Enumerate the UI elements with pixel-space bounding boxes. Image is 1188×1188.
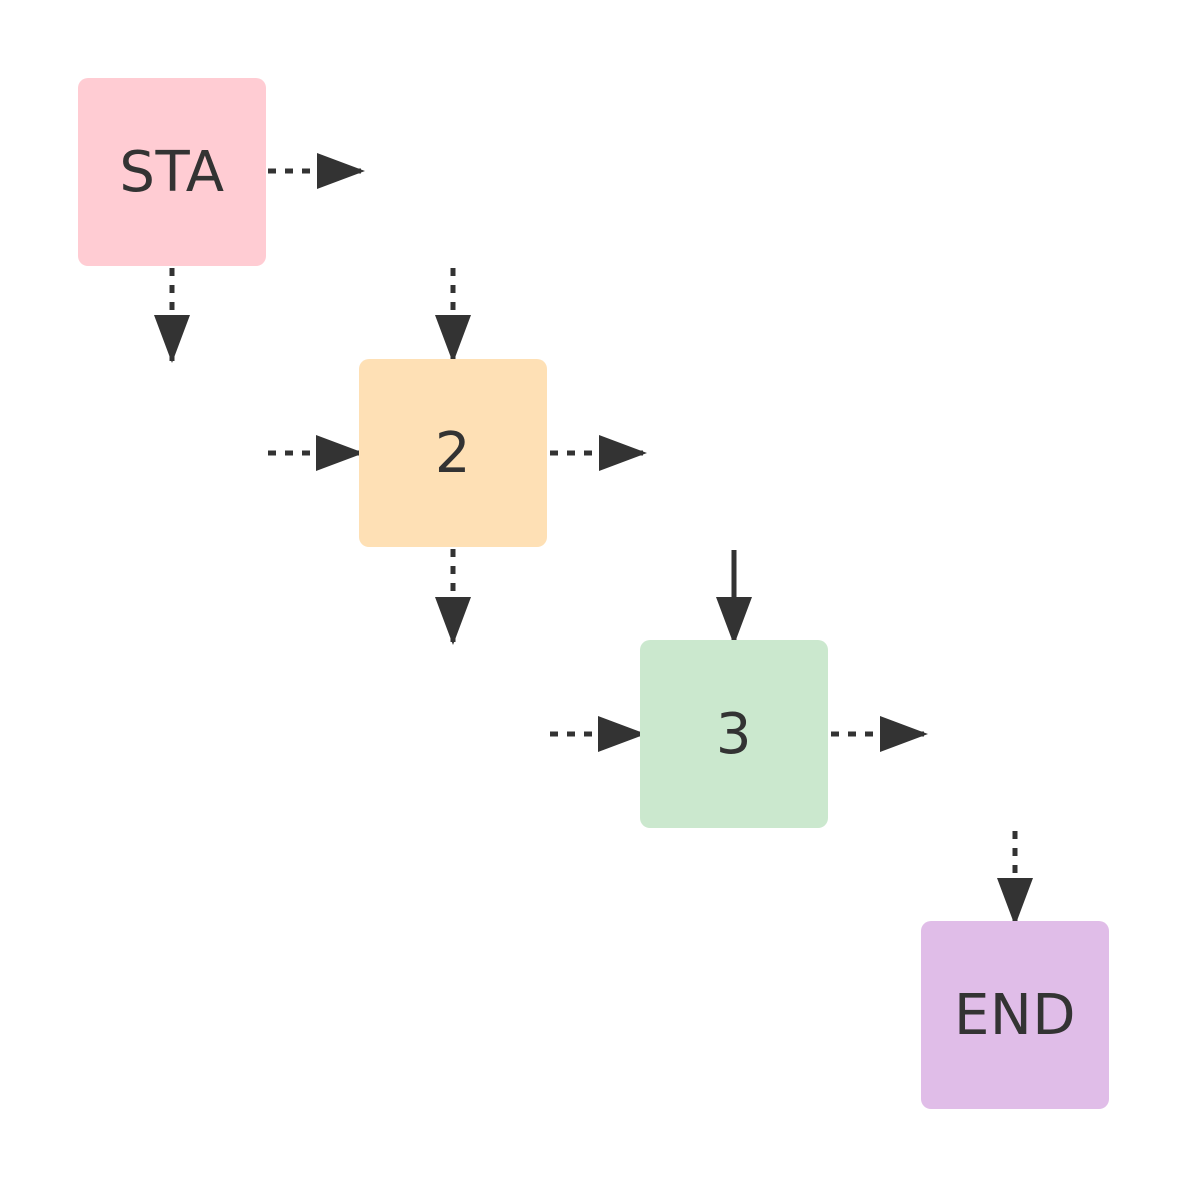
- node-2: 2: [359, 359, 547, 547]
- node-start-label: STA: [119, 139, 225, 205]
- node-2-label: 2: [434, 420, 472, 486]
- node-3-label: 3: [715, 701, 753, 767]
- node-end: END: [921, 921, 1109, 1109]
- node-start: STA: [78, 78, 266, 266]
- node-3: 3: [640, 640, 828, 828]
- node-end-label: END: [954, 982, 1076, 1048]
